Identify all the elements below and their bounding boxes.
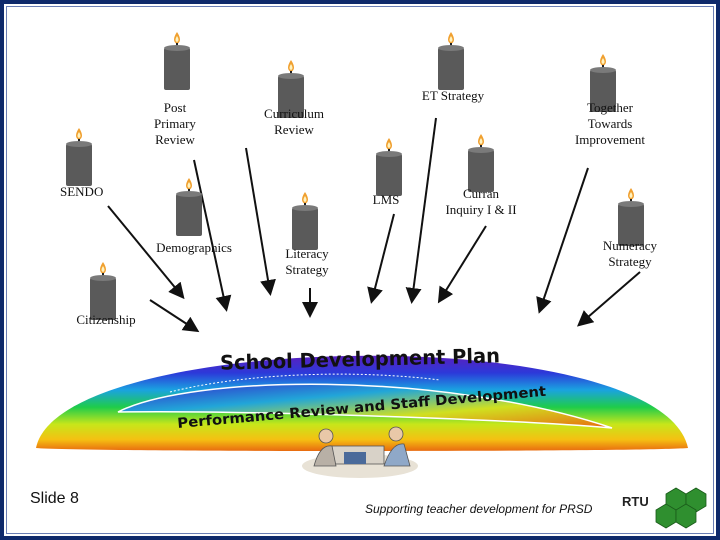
arrow-citizenship: [149, 299, 200, 333]
label-demographics: Demographics: [156, 240, 232, 255]
candle-icon: [590, 54, 616, 112]
candle-icon: [176, 178, 202, 236]
ribbon-highlight: [169, 373, 441, 393]
label-literacy: Literacy Strategy: [285, 246, 329, 277]
candle-icon: [90, 262, 116, 320]
label-et-strategy: ET Strategy: [421, 88, 485, 103]
arrow-numeracy: [576, 271, 641, 327]
arrow-lms: [367, 213, 395, 304]
label-post-primary: Post Primary Review: [154, 100, 196, 147]
arrow-sendo: [107, 205, 185, 300]
arrow-curriculum: [245, 147, 276, 296]
arrows: [107, 117, 641, 333]
arrow-curran: [437, 225, 487, 304]
label-sendo: SENDO: [60, 184, 104, 199]
arrow-et-strategy: [405, 117, 437, 304]
slide-number: Slide 8: [30, 490, 79, 507]
candle-icon: [164, 32, 190, 90]
label-numeracy: Numeracy Strategy: [602, 238, 658, 269]
inner-ribbon: [117, 383, 613, 429]
candle-icon: [278, 60, 304, 118]
label-together: Together Towards Improvement: [574, 100, 646, 147]
logo-text: RTU: [622, 494, 649, 509]
footer-caption: Supporting teacher development for PRSD: [365, 502, 593, 516]
candle-icon: [66, 128, 92, 186]
candle-icon: [292, 192, 318, 250]
label-curriculum: Curriculum Review: [264, 106, 324, 137]
candle-icon: [438, 32, 464, 90]
candle-icon: [376, 138, 402, 196]
arrow-post-primary: [193, 159, 232, 312]
rtu-logo: [655, 487, 707, 529]
candle-icon: [618, 188, 644, 246]
arrow-together: [536, 167, 589, 314]
label-curran: Curran Inquiry I & II: [445, 186, 517, 217]
label-citizenship: Citizenship: [76, 312, 136, 327]
teachers-illustration: [302, 426, 418, 478]
label-lms: LMS: [372, 192, 400, 207]
candle-icon: [468, 134, 494, 192]
